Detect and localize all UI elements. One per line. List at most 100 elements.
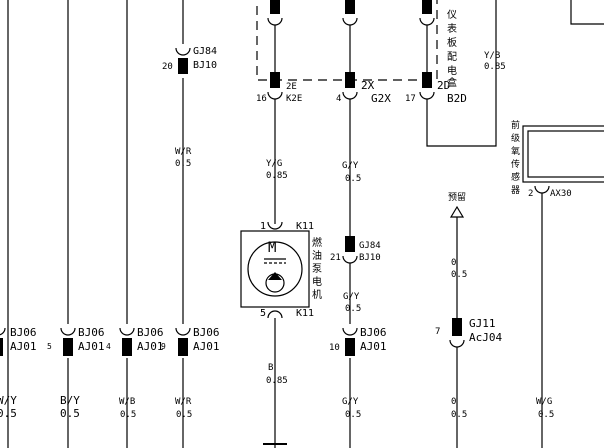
reserved-arrow-icon — [449, 205, 465, 218]
svg-text:GJ11: GJ11 — [469, 317, 496, 330]
svg-text:BJ10: BJ10 — [193, 60, 217, 71]
svg-text:BJ06: BJ06 — [137, 326, 164, 339]
svg-text:2X: 2X — [361, 79, 375, 92]
svg-text:0.85: 0.85 — [266, 376, 288, 386]
svg-text:0.5: 0.5 — [0, 407, 17, 420]
svg-text:BJ10: BJ10 — [359, 253, 381, 263]
wire-label-b: B 0.85 — [266, 363, 288, 386]
svg-text:AJ01: AJ01 — [78, 340, 105, 353]
svg-text:B: B — [268, 363, 273, 373]
panel-distribution-box: 仪 表 板 配 电 盒 — [256, 0, 457, 89]
svg-text:BJ06: BJ06 — [78, 326, 105, 339]
connector-gj84-mid: GJ84 BJ10 21 — [330, 236, 381, 324]
svg-text:0.5: 0.5 — [345, 174, 361, 184]
svg-text:感: 感 — [511, 171, 520, 183]
wire-label-w-g: W/G 0.5 — [536, 397, 554, 420]
svg-text:BJ06: BJ06 — [193, 326, 220, 339]
wire-label-g-y-bottom: G/Y 0.5 — [342, 397, 361, 420]
connector-gj84-top: GJ84 BJ10 20 — [162, 46, 217, 74]
connector-bj06-5: BJ06 AJ01 10 — [329, 326, 387, 448]
connector-b2d: 2D B2D 17 — [405, 68, 497, 147]
wire-label-w-b: W/B 0.5 — [119, 397, 136, 420]
connector-bj06-1: BJ06 AJ01 — [0, 326, 37, 356]
reserved-terminal: 预留 — [448, 191, 466, 318]
svg-text:传: 传 — [511, 158, 520, 170]
svg-text:G/Y: G/Y — [343, 292, 360, 302]
svg-text:W/B: W/B — [119, 397, 135, 407]
svg-text:B/Y: B/Y — [60, 394, 80, 407]
frame-line — [570, 0, 604, 25]
svg-text:AJ01: AJ01 — [137, 340, 164, 353]
svg-text:GJ84: GJ84 — [359, 241, 381, 251]
front-o2-sensor: 前 级 氧 传 感 器 2 AX30 — [511, 119, 604, 448]
svg-text:20: 20 — [162, 62, 173, 72]
svg-text:2D: 2D — [437, 79, 450, 92]
connector-gj11: GJ11 AcJ04 7 — [435, 317, 502, 448]
wire-label-o-bottom: 0 0.5 — [451, 397, 467, 420]
svg-text:Y/B: Y/B — [484, 51, 500, 61]
connector-g2x: 2X G2X 4 — [336, 72, 391, 236]
svg-text:0.5: 0.5 — [451, 410, 467, 420]
svg-text:AX30: AX30 — [550, 189, 572, 199]
svg-text:仪: 仪 — [447, 9, 457, 21]
svg-text:9: 9 — [161, 342, 166, 351]
connector-bj06-3: BJ06 AJ01 4 — [106, 326, 164, 356]
svg-text:4: 4 — [336, 94, 341, 104]
svg-text:AJ01: AJ01 — [193, 340, 220, 353]
svg-text:17: 17 — [405, 94, 416, 104]
svg-text:氧: 氧 — [511, 145, 520, 157]
svg-text:盒: 盒 — [447, 76, 457, 89]
svg-text:0.85: 0.85 — [484, 62, 506, 72]
svg-text:5: 5 — [260, 308, 266, 319]
svg-text:0: 0 — [451, 258, 456, 268]
svg-text:0.5: 0.5 — [60, 407, 80, 420]
svg-text:GJ84: GJ84 — [193, 46, 217, 57]
wire-label-g-y-mid: G/Y 0.5 — [343, 292, 361, 314]
svg-text:21: 21 — [330, 253, 341, 263]
connector-k2e: 2E K2E 16 — [256, 72, 302, 224]
fuel-pump-motor: 1 K11 M 5 K11 燃 油 泵 电 机 — [240, 221, 322, 448]
svg-text:W/R: W/R — [175, 147, 192, 157]
svg-text:0.5: 0.5 — [451, 270, 467, 280]
svg-text:预留: 预留 — [448, 191, 466, 203]
panel-distribution-label: 仪 表 板 配 电 盒 — [447, 9, 457, 89]
svg-text:K11: K11 — [296, 308, 314, 319]
svg-text:BJ06: BJ06 — [10, 326, 37, 339]
svg-text:0: 0 — [451, 397, 456, 407]
wire-label-w-y: W/Y 0.5 — [0, 394, 17, 420]
wire-label-o-top: 0 0.5 — [451, 258, 467, 280]
svg-text:表: 表 — [447, 22, 457, 35]
svg-text:0.5: 0.5 — [345, 304, 361, 314]
svg-text:G/Y: G/Y — [342, 161, 359, 171]
svg-text:W/G: W/G — [536, 397, 552, 407]
svg-text:0.85: 0.85 — [266, 171, 288, 181]
svg-text:0.5: 0.5 — [120, 410, 136, 420]
svg-text:级: 级 — [511, 132, 520, 144]
svg-text:AJ01: AJ01 — [360, 340, 387, 353]
wire-label-b-y: B/Y 0.5 — [60, 394, 80, 420]
svg-text:器: 器 — [511, 185, 520, 196]
box-internal-connectors — [267, 0, 435, 72]
wire-label-w-r-top: W/R 0.5 — [175, 147, 192, 169]
front-o2-sensor-label: 前 级 氧 传 感 器 — [511, 119, 520, 196]
svg-text:7: 7 — [435, 327, 440, 337]
left-wires — [7, 0, 184, 448]
svg-text:机: 机 — [312, 288, 322, 301]
svg-text:Y/G: Y/G — [266, 159, 282, 169]
svg-text:0.5: 0.5 — [345, 410, 361, 420]
svg-text:G2X: G2X — [371, 92, 391, 105]
svg-text:W/Y: W/Y — [0, 394, 17, 407]
svg-text:AJ01: AJ01 — [10, 340, 37, 353]
wire-label-w-r-bottom: W/R 0.5 — [175, 397, 192, 420]
fuel-pump-label: 燃 油 泵 电 机 — [312, 236, 322, 301]
wire-label-y-g: Y/G 0.85 — [266, 159, 288, 181]
svg-text:0.5: 0.5 — [538, 410, 554, 420]
svg-text:燃: 燃 — [312, 236, 322, 249]
svg-text:0.5: 0.5 — [175, 159, 191, 169]
connector-bj06-4: BJ06 AJ01 9 — [161, 326, 220, 356]
svg-text:16: 16 — [256, 94, 267, 104]
svg-text:板: 板 — [447, 36, 457, 49]
svg-text:K2E: K2E — [286, 94, 302, 104]
